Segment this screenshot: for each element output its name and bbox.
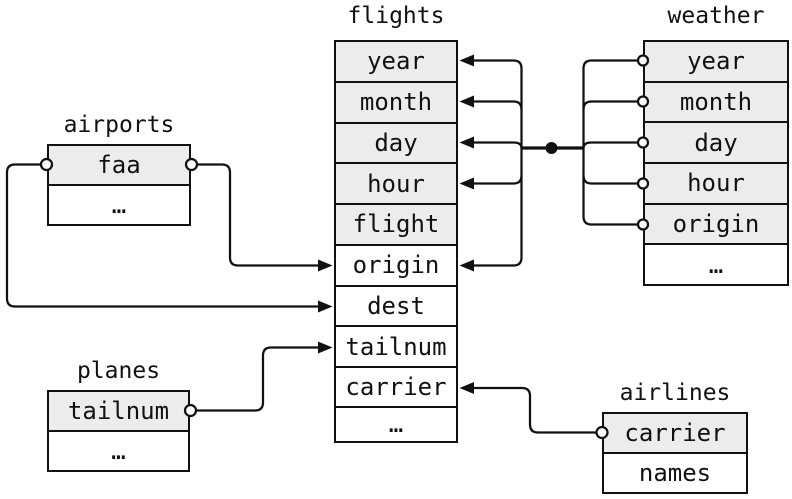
table-title-weather: weather <box>667 3 765 29</box>
branch-weather-month <box>582 100 639 110</box>
arrowhead-icon <box>459 177 474 190</box>
airlines-row-names: names <box>604 452 746 492</box>
weather-row-day: day <box>645 121 787 163</box>
connector-weather-flights <box>459 54 650 272</box>
branch-flights-day <box>473 141 523 149</box>
table-airlines: carrier names <box>602 412 748 494</box>
flights-row-day: day <box>336 121 456 163</box>
arrowhead-icon <box>318 300 333 313</box>
flights-row-carrier: carrier <box>336 366 456 406</box>
arrowhead-icon <box>459 382 474 394</box>
trunk-right <box>582 59 639 226</box>
planes-row-ellipsis: … <box>49 430 188 470</box>
weather-row-ellipsis: … <box>645 243 787 285</box>
weather-row-year: year <box>645 42 787 81</box>
table-title-flights: flights <box>347 3 445 29</box>
flights-row-tailnum: tailnum <box>336 325 456 367</box>
weather-row-month: month <box>645 80 787 122</box>
flights-row-origin: origin <box>336 243 456 285</box>
arrowhead-icon <box>318 341 333 354</box>
table-title-airlines: airlines <box>619 380 731 406</box>
flights-row-month: month <box>336 80 456 122</box>
arrowhead-icon <box>459 54 474 67</box>
branch-weather-day <box>582 141 639 149</box>
branch-weather-hour <box>582 175 639 185</box>
connector-airports-origin <box>184 157 333 272</box>
table-title-airports: airports <box>63 112 175 138</box>
flights-row-year: year <box>336 42 456 81</box>
planes-row-tailnum: tailnum <box>49 392 188 430</box>
airports-row-faa: faa <box>49 146 189 184</box>
arrowhead-icon <box>459 95 474 108</box>
arrowhead-icon <box>459 136 474 149</box>
junction-dot <box>545 142 558 154</box>
branch-flights-hour <box>473 175 523 185</box>
branch-flights-month <box>473 100 523 110</box>
arrowhead-icon <box>459 259 474 272</box>
table-flights: year month day hour flight origin dest t… <box>334 40 458 443</box>
weather-row-origin: origin <box>645 202 787 244</box>
flights-row-flight: flight <box>336 203 456 244</box>
flights-row-hour: hour <box>336 162 456 204</box>
table-weather: year month day hour origin … <box>643 40 789 286</box>
airports-row-ellipsis: … <box>49 184 189 224</box>
flights-row-dest: dest <box>336 284 456 326</box>
airlines-row-carrier: carrier <box>604 414 746 452</box>
table-airports: faa … <box>47 144 191 226</box>
trunk-left <box>473 59 523 267</box>
table-planes: tailnum … <box>47 390 190 472</box>
connector-planes-tailnum <box>183 341 333 418</box>
flights-row-ellipsis: … <box>336 405 456 442</box>
table-title-planes: planes <box>76 358 161 384</box>
arrowhead-icon <box>318 259 333 272</box>
weather-row-hour: hour <box>645 162 787 203</box>
connector-airlines-carrier <box>459 382 609 440</box>
